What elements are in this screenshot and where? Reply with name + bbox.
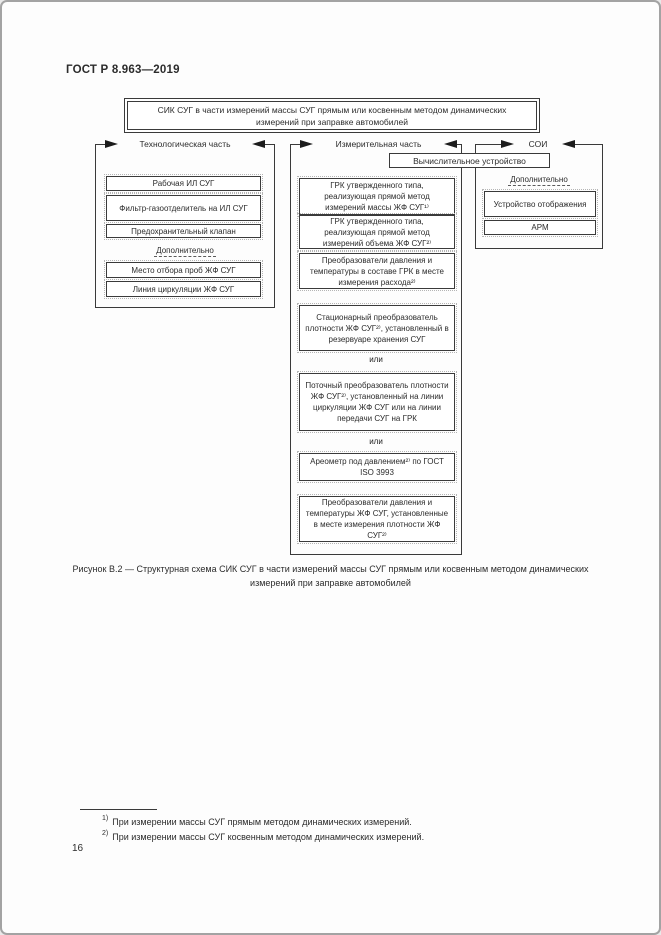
footnote-marker: 1)	[102, 815, 109, 822]
or-label: или	[369, 355, 383, 364]
section-technological-part: Технологическая часть Рабочая ИЛ СУГ Фил…	[95, 138, 275, 308]
box-grk-volume-method: ГРК утвержденного типа, реализующая прям…	[297, 213, 457, 251]
section-soi-header: СОИ	[501, 138, 575, 150]
arrow-right-icon	[300, 140, 313, 148]
page-number: 16	[72, 843, 84, 854]
box-computing-device: Вычислительное устройство	[389, 153, 550, 168]
arrow-left-icon	[443, 140, 457, 148]
section-measuring-header: Измерительная часть	[300, 138, 457, 150]
box-filter-gas-separator: Фильтр-газоотделитель на ИЛ СУГ	[104, 193, 263, 223]
box-display-device: Устройство отображения	[482, 189, 598, 219]
box-pressure-temp-density: Преобразователи давления и температуры Ж…	[297, 494, 457, 544]
section-measuring-part: Измерительная часть ГРК утвержденного ти…	[290, 138, 462, 555]
arrow-left-icon	[251, 140, 265, 148]
section-label: СОИ	[528, 139, 548, 149]
box-working-il-sug: Рабочая ИЛ СУГ	[104, 174, 263, 193]
box-flow-density-transducer: Поточный преобразователь плотности ЖФ СУ…	[297, 371, 457, 433]
additional-label: Дополнительно	[154, 246, 216, 257]
arrow-left-icon	[562, 140, 575, 148]
or-label: или	[369, 437, 383, 446]
box-grk-mass-method: ГРК утвержденного типа, реализующая прям…	[297, 176, 457, 217]
box-safety-valve: Предохранительный клапан	[104, 222, 263, 240]
footnote-rule	[80, 809, 157, 810]
arrow-right-icon	[105, 140, 118, 148]
box-sampling-point: Место отбора проб ЖФ СУГ	[104, 260, 263, 280]
section-soi: СОИ Дополнительно Устройство отображения…	[475, 138, 603, 249]
footnote-marker: 2)	[102, 830, 109, 837]
box-pressure-temp-grk: Преобразователи давления и температуры в…	[297, 251, 457, 291]
box-arm: АРМ	[482, 218, 598, 237]
additional-label: Дополнительно	[508, 175, 570, 186]
doc-number: ГОСТ Р 8.963—2019	[66, 64, 180, 76]
figure-caption: Рисунок В.2 — Структурная схема СИК СУГ …	[72, 564, 589, 588]
footnote-2: 2)При измерении массы СУГ косвенным мето…	[102, 830, 425, 842]
section-label: Измерительная часть	[335, 139, 422, 149]
box-pressure-areometer: Ареометр под давлением²⁾ по ГОСТ ISO 399…	[297, 451, 457, 483]
footnote-1: 1)При измерении массы СУГ прямым методом…	[102, 815, 412, 827]
section-label: Технологическая часть	[139, 139, 231, 149]
figure-top-box: СИК СУГ в части измерений массы СУГ прям…	[124, 98, 540, 133]
box-circulation-line: Линия циркуляции ЖФ СУГ	[104, 279, 263, 299]
box-stationary-density-transducer: Стационарный преобразователь плотности Ж…	[297, 303, 457, 353]
section-technological-header: Технологическая часть	[105, 138, 265, 150]
arrow-right-icon	[501, 140, 514, 148]
figure-top-box-text: СИК СУГ в части измерений массы СУГ прям…	[127, 101, 537, 130]
